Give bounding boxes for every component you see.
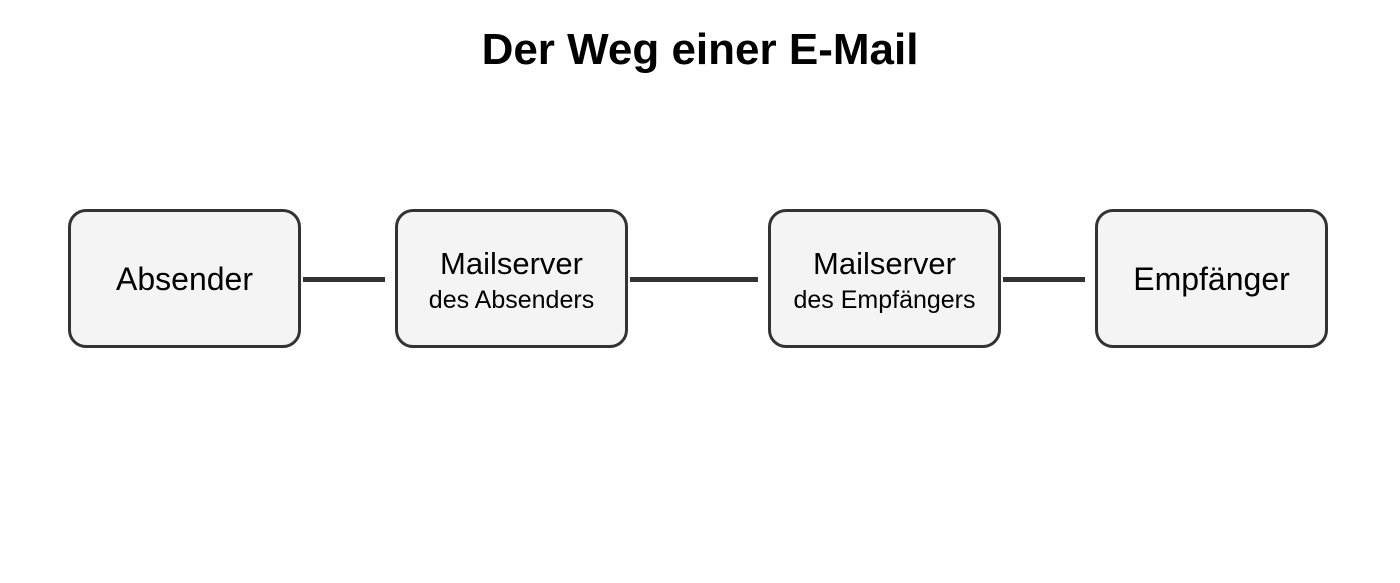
connector-sender-to-sender-server [303, 277, 385, 282]
node-sender: Absender [68, 209, 301, 348]
node-recipient: Empfänger [1095, 209, 1328, 348]
node-recipient-mailserver: Mailserver des Empfängers [768, 209, 1001, 348]
node-sender-mailserver: Mailserver des Absenders [395, 209, 628, 348]
node-sender-mailserver-sublabel: des Absenders [428, 285, 595, 314]
node-recipient-mailserver-sublabel: des Empfängers [793, 285, 976, 314]
node-recipient-mailserver-label: Mailserver [813, 245, 956, 281]
node-recipient-label: Empfänger [1133, 260, 1290, 297]
connector-recipient-server-to-recipient [1003, 277, 1085, 282]
diagram-title: Der Weg einer E-Mail [481, 25, 919, 74]
node-sender-mailserver-label: Mailserver [440, 245, 583, 281]
node-sender-label: Absender [116, 260, 253, 297]
connector-sender-server-to-recipient-server [630, 277, 758, 282]
